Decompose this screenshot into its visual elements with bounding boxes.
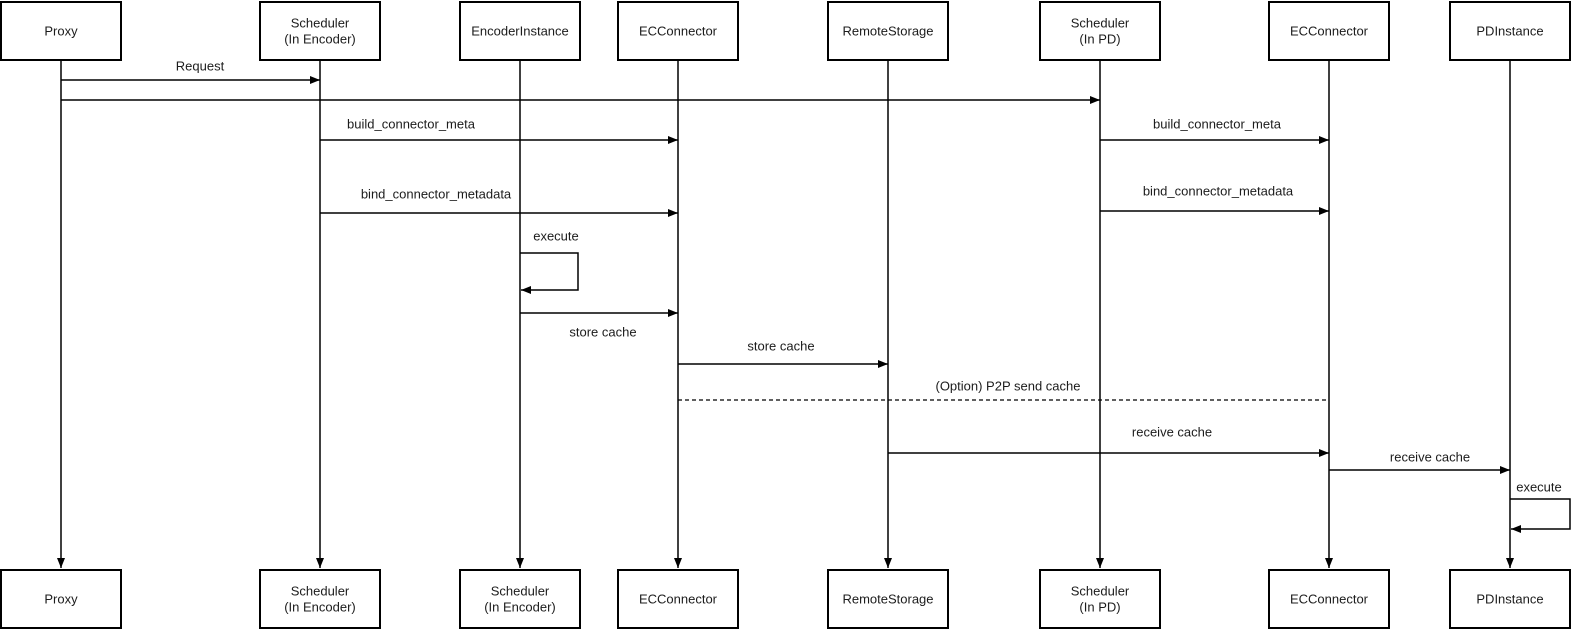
actor-label: Scheduler(In Encoder) <box>484 584 556 615</box>
actor-label: Scheduler(In Encoder) <box>284 584 356 615</box>
message-label-request: Request <box>176 59 225 74</box>
actor-box-top-remote-storage: RemoteStorage <box>827 1 949 61</box>
actor-box-rect <box>1039 1 1161 61</box>
actor-box-rect <box>259 569 381 629</box>
actor-box-rect <box>827 569 949 629</box>
actor-box-rect <box>1449 1 1571 61</box>
actor-box-rect <box>1268 569 1390 629</box>
actor-box-top-encoder-instance: EncoderInstance <box>459 1 581 61</box>
self-loop-execute-encoder <box>520 252 579 294</box>
actor-box-rect <box>1039 569 1161 629</box>
actor-label: Scheduler(In PD) <box>1071 16 1130 47</box>
actor-label: ECConnector <box>639 24 718 39</box>
actor-label: PDInstance <box>1476 24 1543 39</box>
actor-box-top-ec-connector-right: ECConnector <box>1268 1 1390 61</box>
actor-box-rect <box>1449 569 1571 629</box>
actor-box-bottom-scheduler-pd: Scheduler(In PD) <box>1039 569 1161 629</box>
actor-box-top-ec-connector-left: ECConnector <box>617 1 739 61</box>
actor-box-rect <box>0 1 122 61</box>
message-label-bind-connector-metadata-enc: bind_connector_metadata <box>361 187 512 202</box>
actor-label: EncoderInstance <box>471 24 569 39</box>
message-label-receive-cache-pd: receive cache <box>1390 450 1470 465</box>
actor-box-top-proxy: Proxy <box>0 1 122 61</box>
message-label-build-connector-meta-enc: build_connector_meta <box>347 117 476 132</box>
message-label-store-cache-encoder: store cache <box>569 325 636 340</box>
message-label-receive-cache-remote: receive cache <box>1132 425 1212 440</box>
actor-box-top-scheduler-encoder: Scheduler(In Encoder) <box>259 1 381 61</box>
message-label-store-cache-remote: store cache <box>747 339 814 354</box>
actor-box-rect <box>259 1 381 61</box>
actor-box-rect <box>617 569 739 629</box>
actor-label: Proxy <box>44 592 78 607</box>
actor-box-rect <box>0 569 122 629</box>
self-loop-label-execute-pd: execute <box>1516 480 1562 495</box>
message-label-p2p-send-cache: (Option) P2P send cache <box>935 379 1080 394</box>
message-label-bind-connector-metadata-pd: bind_connector_metadata <box>1143 184 1294 199</box>
actor-box-rect <box>459 569 581 629</box>
actor-box-bottom-remote-storage: RemoteStorage <box>827 569 949 629</box>
actor-box-rect <box>1268 1 1390 61</box>
actor-box-bottom-encoder-instance: Scheduler(In Encoder) <box>459 569 581 629</box>
self-loop-label-execute-encoder: execute <box>533 229 579 244</box>
actor-label: PDInstance <box>1476 592 1543 607</box>
actor-box-bottom-proxy: Proxy <box>0 569 122 629</box>
message-label-build-connector-meta-pd: build_connector_meta <box>1153 117 1282 132</box>
actor-label: ECConnector <box>639 592 718 607</box>
actor-box-bottom-ec-connector-right: ECConnector <box>1268 569 1390 629</box>
actor-box-bottom-scheduler-encoder: Scheduler(In Encoder) <box>259 569 381 629</box>
actor-box-rect <box>827 1 949 61</box>
actor-box-rect <box>617 1 739 61</box>
actor-label: Scheduler(In Encoder) <box>284 16 356 47</box>
actor-label: Scheduler(In PD) <box>1071 584 1130 615</box>
actor-label: RemoteStorage <box>842 592 933 607</box>
actor-box-bottom-pd-instance: PDInstance <box>1449 569 1571 629</box>
actor-label: ECConnector <box>1290 24 1369 39</box>
actor-box-top-pd-instance: PDInstance <box>1449 1 1571 61</box>
self-loop-execute-pd <box>1510 498 1571 533</box>
actor-box-bottom-ec-connector-left: ECConnector <box>617 569 739 629</box>
actor-label: ECConnector <box>1290 592 1369 607</box>
actor-label: RemoteStorage <box>842 24 933 39</box>
actor-box-rect <box>459 1 581 61</box>
actor-label: Proxy <box>44 24 78 39</box>
actor-box-top-scheduler-pd: Scheduler(In PD) <box>1039 1 1161 61</box>
